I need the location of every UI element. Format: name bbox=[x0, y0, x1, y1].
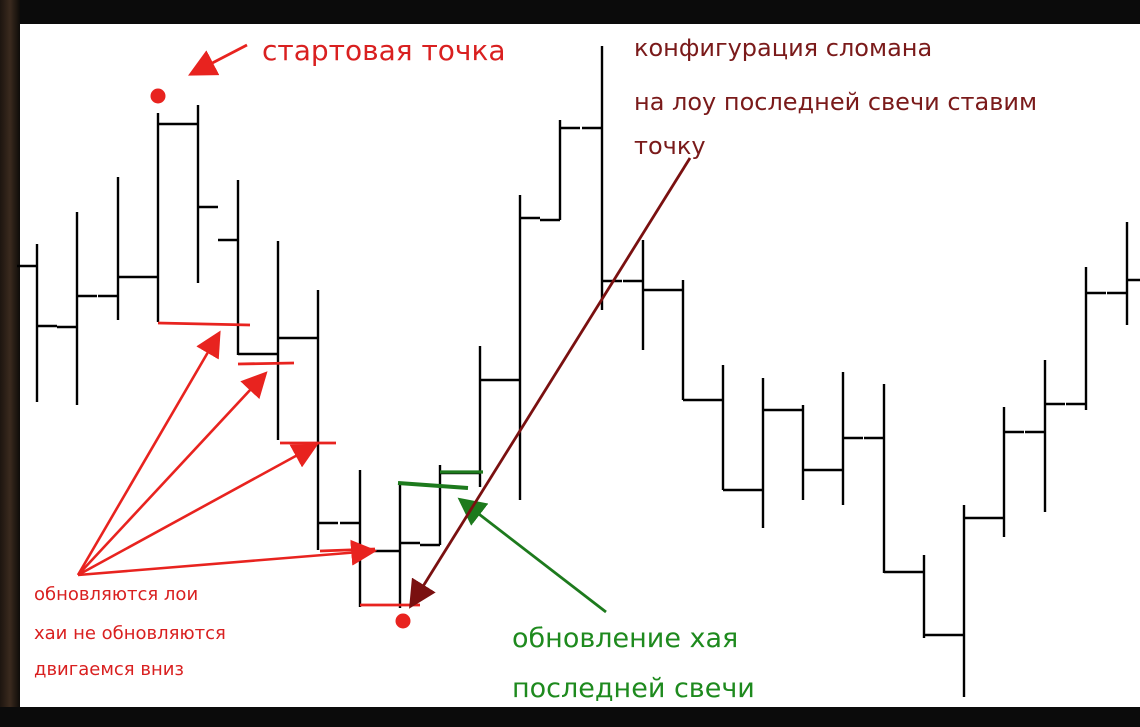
low-marker-1 bbox=[157, 321, 251, 327]
arrow-high-update bbox=[457, 497, 607, 614]
arrow-lows-1 bbox=[76, 330, 221, 576]
label-lows-updating-2: хаи не обновляются bbox=[34, 623, 226, 644]
label-lows-updating-1: обновляются лои bbox=[34, 584, 198, 605]
arrow-lows-4 bbox=[77, 539, 378, 577]
frame-top bbox=[0, 0, 1140, 24]
end-point-dot bbox=[395, 613, 411, 629]
label-config-broken-3: точку bbox=[634, 132, 706, 160]
label-high-update-1: обновление хая bbox=[512, 623, 738, 654]
label-high-update-2: последней свечи bbox=[512, 673, 755, 704]
label-start-point: стартовая точка bbox=[262, 34, 506, 67]
overlay-lines bbox=[76, 43, 692, 629]
label-config-broken-1: конфигурация сломана bbox=[634, 34, 932, 62]
frame-bottom bbox=[0, 707, 1140, 727]
high-update-line-1 bbox=[397, 481, 469, 490]
ohlc-bars bbox=[17, 46, 1140, 697]
frame-left bbox=[0, 0, 20, 727]
start-point-dot bbox=[150, 88, 166, 104]
low-marker-2 bbox=[237, 361, 295, 366]
label-lows-updating-3: двигаемся вниз bbox=[34, 659, 184, 680]
arrow-lows-2 bbox=[77, 371, 268, 576]
arrow-lows-3 bbox=[77, 443, 319, 577]
arrow-start-point bbox=[188, 43, 248, 76]
label-config-broken-2: на лоу последней свечи ставим bbox=[634, 88, 1037, 116]
arrow-config-broken bbox=[409, 157, 692, 609]
annotations: стартовая точка конфигурация сломана на … bbox=[34, 34, 1037, 704]
